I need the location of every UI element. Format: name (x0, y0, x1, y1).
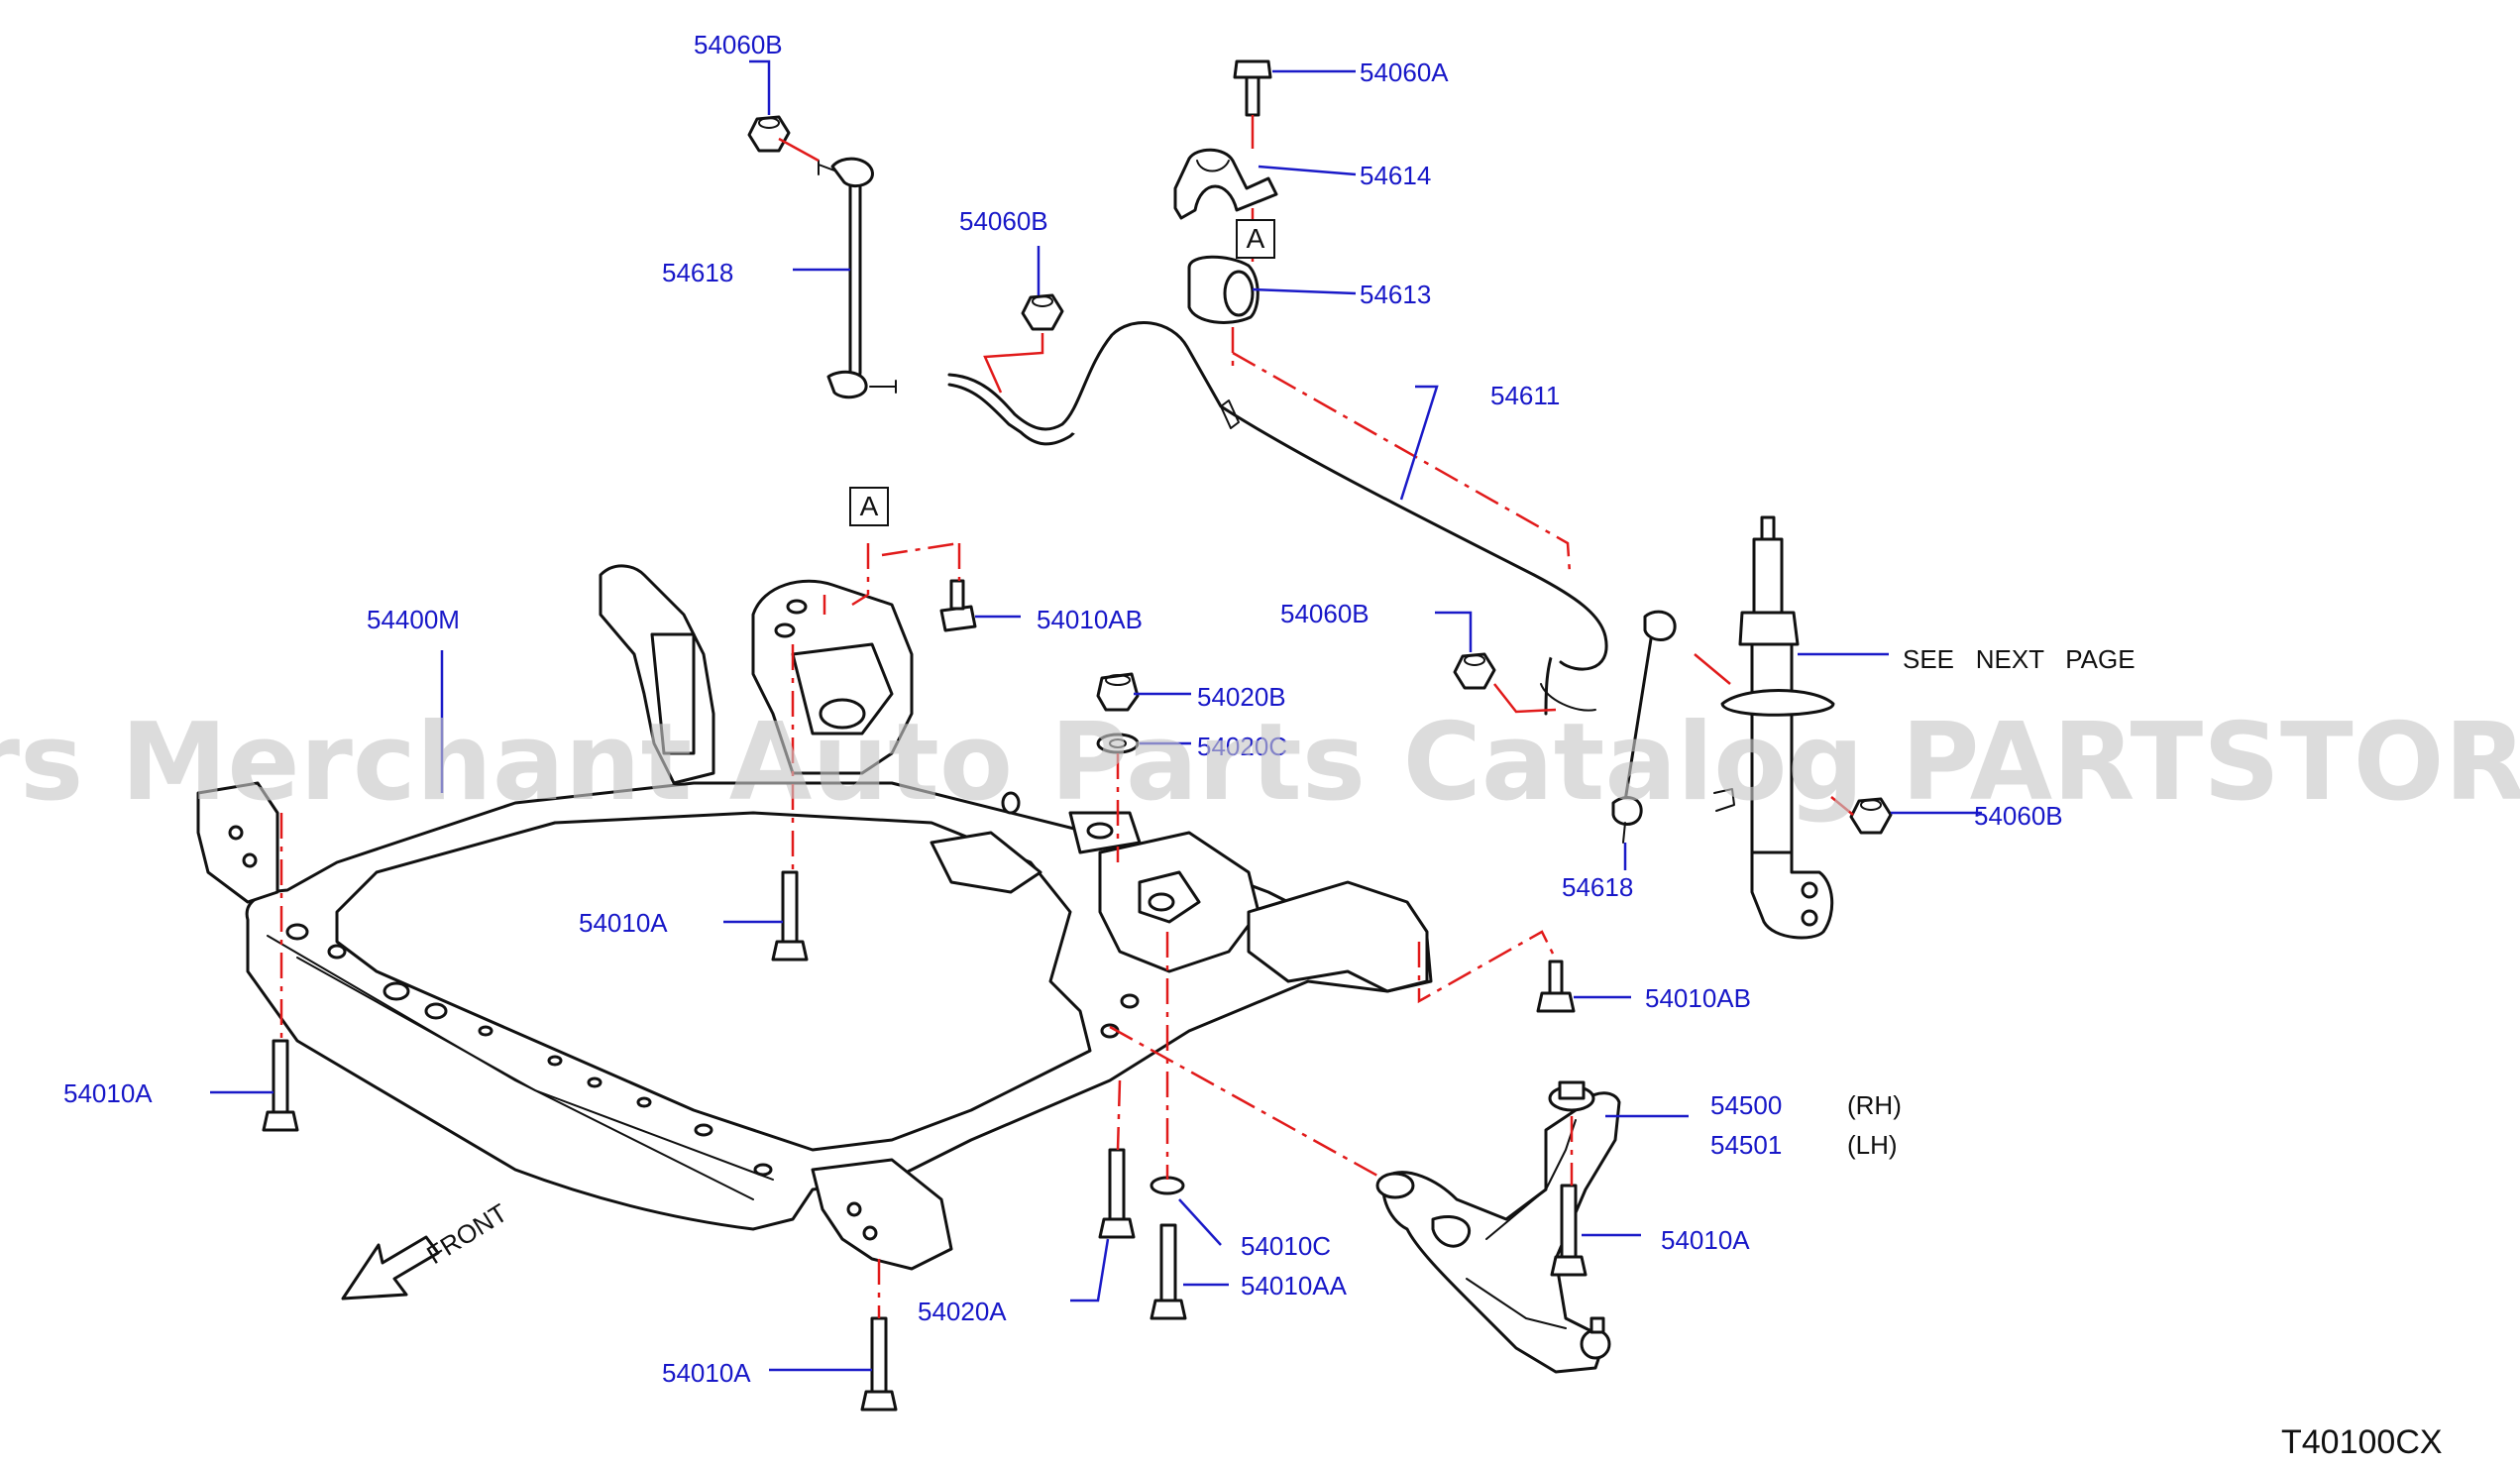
diagram-code: T40100CX (2281, 1423, 2443, 1461)
bolt-54010AB-right (1536, 960, 1576, 1013)
ref-box-a-top: A (1236, 219, 1275, 259)
bolt-54010A-bottom (860, 1316, 898, 1412)
label-54618-right: 54618 (1562, 872, 1633, 902)
alignment-lines (279, 115, 1854, 1318)
bolt-54020A (1098, 1148, 1136, 1239)
label-54010A-arm: 54010A (1661, 1225, 1750, 1255)
ref-box-a-top-label: A (1247, 223, 1265, 254)
bolt-54010A-center (771, 870, 809, 962)
nut-54060B-strut (1849, 797, 1893, 835)
callout-labels: 54060B 54060A 54614 54618 54060B 54613 5… (63, 30, 2136, 1388)
label-54060A: 54060A (1360, 57, 1449, 87)
label-54611: 54611 (1490, 381, 1560, 410)
ref-box-a-subframe-label: A (860, 491, 879, 521)
label-54010C: 54010C (1241, 1231, 1331, 1261)
lower-control-arm (1375, 1080, 1621, 1374)
nut-54060B-top-left (747, 115, 791, 153)
front-arrow: FRONT (341, 1197, 512, 1301)
bolt-54010A-arm (1550, 1184, 1588, 1277)
label-54020C: 54020C (1197, 732, 1287, 761)
label-54501: 54501 (1710, 1130, 1782, 1160)
label-54010A-left: 54010A (63, 1078, 153, 1108)
front-label: FRONT (421, 1197, 512, 1270)
label-54010A-bottom: 54010A (662, 1358, 751, 1388)
label-54614: 54614 (1360, 161, 1431, 190)
label-54010AB-upper: 54010AB (1037, 605, 1143, 634)
washer-54020C (1096, 733, 1140, 754)
label-see-next-page: SEE NEXT PAGE (1903, 644, 2136, 674)
label-side-lh: (LH) (1847, 1130, 1898, 1160)
bolt-54010AB-upper (939, 579, 977, 632)
ref-box-a-subframe: A (849, 487, 889, 526)
label-54400M: 54400M (367, 605, 460, 634)
label-54613: 54613 (1360, 280, 1431, 309)
label-54020B: 54020B (1197, 682, 1286, 712)
watermark: Offers Merchant Auto Parts Catalog PARTS… (0, 701, 2520, 825)
bolt-54010A-left (262, 1039, 299, 1132)
bolt-54060A (1233, 59, 1272, 117)
label-54618-left: 54618 (662, 258, 733, 287)
nut-54060B-right (1453, 652, 1496, 690)
label-54060B-middle: 54060B (959, 206, 1048, 236)
stabilizer-bar (947, 321, 1608, 716)
stabilizer-link-left (818, 157, 897, 399)
nut-54060B-middle (1021, 293, 1064, 331)
label-54020A: 54020A (918, 1297, 1007, 1326)
front-subframe (196, 564, 1433, 1271)
label-54010A-center: 54010A (579, 908, 668, 938)
label-54060B-right: 54060B (1280, 599, 1370, 628)
label-side-rh: (RH) (1847, 1090, 1902, 1120)
leader-lines (210, 59, 1982, 1372)
label-54010AB-right: 54010AB (1645, 983, 1751, 1013)
label-54010AA: 54010AA (1241, 1271, 1348, 1301)
stabilizer-bushing (1187, 255, 1260, 324)
bolt-54010AA (1150, 1223, 1187, 1320)
label-54500: 54500 (1710, 1090, 1782, 1120)
label-54060B-top: 54060B (694, 30, 783, 59)
strut-assembly (1713, 515, 1835, 940)
subframe-holes (285, 599, 1140, 1177)
bushing-clamp (1173, 148, 1278, 220)
washer-54010C (1150, 1176, 1185, 1195)
nut-54020B (1096, 672, 1140, 712)
stabilizer-link-right (1611, 610, 1677, 844)
label-54060B-strut: 54060B (1974, 801, 2063, 831)
